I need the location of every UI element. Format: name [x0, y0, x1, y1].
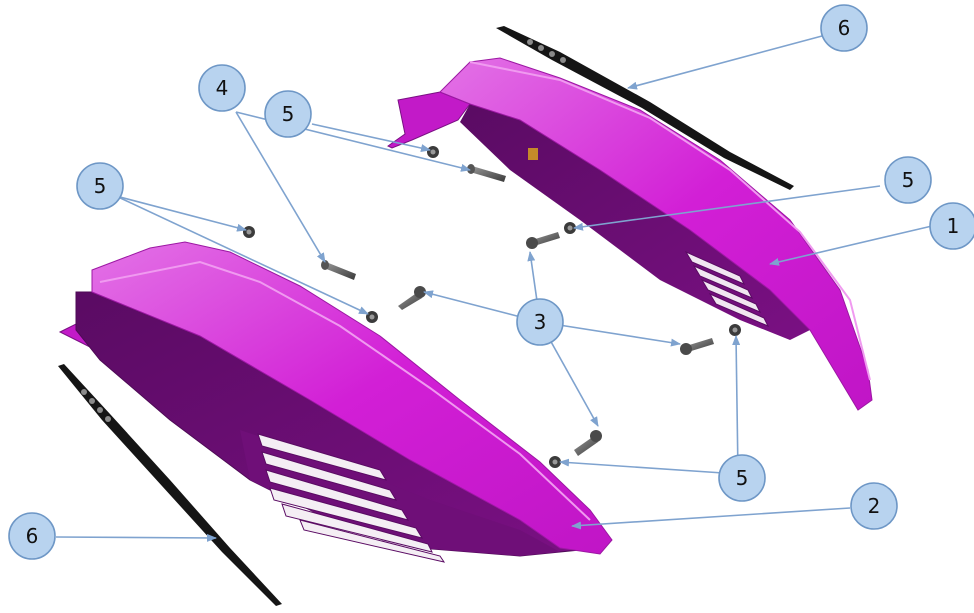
- screw-b: [398, 286, 426, 310]
- cover-1-vents: [684, 250, 770, 327]
- cover-2-vents: [257, 433, 446, 563]
- screw-a: [526, 232, 560, 249]
- cover-1-top-surface: [439, 57, 873, 411]
- nut-6: [549, 456, 561, 468]
- callout-5-right: 5: [884, 156, 932, 204]
- trim-strip-lower: [58, 364, 282, 606]
- callout-5-top: 5: [264, 90, 312, 138]
- screw-d: [574, 430, 602, 456]
- svg-text:5: 5: [736, 466, 749, 490]
- callout-1: 1: [929, 202, 974, 250]
- svg-text:6: 6: [26, 524, 39, 548]
- cover-2-top-surface: [91, 241, 613, 555]
- long-bolt-lower: [321, 260, 356, 280]
- long-bolt-upper: [467, 164, 506, 182]
- svg-text:1: 1: [947, 214, 960, 238]
- svg-text:3: 3: [534, 310, 547, 334]
- nut-3: [564, 222, 576, 234]
- callout-2: 2: [850, 482, 898, 530]
- screw-c: [680, 338, 714, 355]
- nut-1: [427, 146, 439, 158]
- svg-text:5: 5: [282, 102, 295, 126]
- svg-text:2: 2: [868, 494, 881, 518]
- nut-4: [366, 311, 378, 323]
- callout-3: 3: [516, 298, 564, 346]
- cover-part-2: [58, 241, 613, 563]
- callout-5-left: 5: [76, 162, 124, 210]
- leader-lines: [55, 35, 933, 542]
- nut-2: [243, 226, 255, 238]
- callout-4: 4: [198, 64, 246, 112]
- callout-6-bottom: 6: [8, 512, 56, 560]
- cover-1-bracket: [387, 91, 471, 149]
- callout-6-top: 6: [820, 4, 868, 52]
- svg-text:4: 4: [216, 76, 229, 100]
- cover-part-1: [387, 57, 873, 411]
- svg-text:5: 5: [94, 174, 107, 198]
- svg-text:6: 6: [838, 16, 851, 40]
- nut-5: [729, 324, 741, 336]
- callout-5-bottom: 5: [718, 454, 766, 502]
- trim-strip-upper: [496, 26, 794, 190]
- svg-text:5: 5: [902, 168, 915, 192]
